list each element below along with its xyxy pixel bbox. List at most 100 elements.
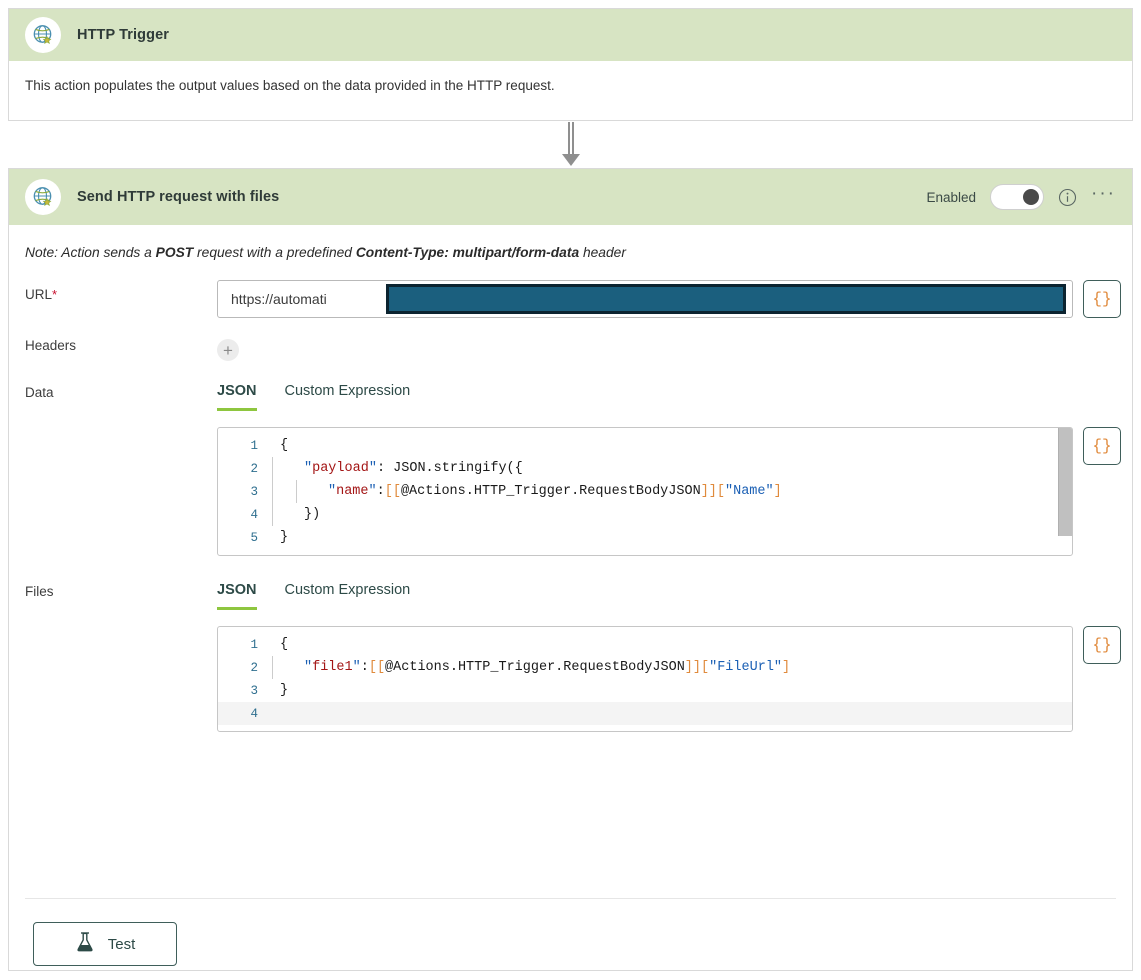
tab-files-json[interactable]: JSON bbox=[217, 582, 257, 610]
line-number: 3 bbox=[250, 683, 258, 698]
tab-data-custom-expression[interactable]: Custom Expression bbox=[284, 383, 411, 399]
action-card-header: Send HTTP request with files Enabled ··· bbox=[9, 169, 1132, 225]
trigger-card-header: HTTP Trigger bbox=[9, 9, 1132, 61]
headers-label: Headers bbox=[25, 338, 77, 353]
indent-guide bbox=[272, 503, 273, 526]
headers-row: Headers + bbox=[25, 336, 1116, 361]
globe-icon bbox=[25, 17, 61, 53]
test-button[interactable]: Test bbox=[33, 922, 177, 966]
code-token: "FileUrl" bbox=[709, 660, 783, 675]
code-token: @Actions.HTTP_Trigger.RequestBodyJSON bbox=[400, 484, 701, 499]
ellipsis-icon[interactable]: ··· bbox=[1091, 183, 1116, 204]
indent-guide bbox=[272, 457, 273, 480]
data-editor-scrollbar[interactable] bbox=[1058, 428, 1072, 536]
tab-files-custom-expression[interactable]: Custom Expression bbox=[284, 582, 411, 598]
url-label-text: URL bbox=[25, 287, 53, 302]
data-editor-wrap: 1{2"payload": JSON.stringify({3"name":[[… bbox=[217, 427, 1121, 556]
note-bold-method: POST bbox=[155, 245, 194, 260]
arrow-down-icon bbox=[561, 121, 580, 166]
code-line: 2 "payload": JSON.stringify({ bbox=[218, 457, 1072, 480]
enabled-label: Enabled bbox=[926, 189, 977, 205]
code-token: [[ bbox=[368, 660, 386, 675]
url-label: URL* bbox=[25, 280, 217, 302]
code-token: ]][ bbox=[684, 660, 710, 675]
line-number: 1 bbox=[250, 637, 258, 652]
code-token: [[ bbox=[384, 484, 401, 499]
code-token: @Actions.HTTP_Trigger.RequestBodyJSON bbox=[385, 660, 685, 675]
code-line: 5} bbox=[218, 526, 1072, 549]
tab-data-json[interactable]: JSON bbox=[217, 383, 257, 411]
data-expression-button[interactable]: {} bbox=[1083, 427, 1121, 465]
code-token: }) bbox=[304, 507, 321, 522]
line-number: 2 bbox=[250, 461, 258, 476]
url-input-value: https://automati bbox=[231, 291, 327, 307]
code-token: name bbox=[336, 484, 369, 499]
data-tabs: JSON Custom Expression bbox=[217, 383, 1121, 411]
files-expression-button[interactable]: {} bbox=[1083, 626, 1121, 664]
data-row: Data JSON Custom Expression 1{2"payload"… bbox=[25, 383, 1121, 556]
note-part-1: Note: Action sends a bbox=[25, 245, 156, 260]
toggle-knob bbox=[1023, 189, 1040, 205]
info-icon[interactable] bbox=[1058, 188, 1077, 207]
code-token: : bbox=[376, 484, 385, 499]
code-token: "Name" bbox=[725, 484, 774, 499]
code-line: 3 "name":[[@Actions.HTTP_Trigger.RequestB… bbox=[218, 480, 1072, 503]
url-field-wrap: https://automati {} bbox=[217, 280, 1121, 318]
enabled-toggle[interactable] bbox=[990, 184, 1045, 210]
code-token: " bbox=[368, 484, 377, 499]
files-tabs: JSON Custom Expression bbox=[217, 582, 1121, 610]
files-row: Files JSON Custom Expression 1{2"file1":… bbox=[25, 582, 1121, 732]
code-token: " bbox=[368, 461, 377, 476]
url-redaction-bar bbox=[386, 284, 1066, 314]
globe-icon bbox=[25, 179, 61, 215]
code-token: } bbox=[280, 683, 289, 698]
code-line: 1{ bbox=[218, 434, 1072, 457]
code-token: ] bbox=[782, 660, 791, 675]
code-text: { bbox=[272, 438, 288, 453]
trigger-description: This action populates the output values … bbox=[25, 78, 555, 93]
indent-guide bbox=[296, 480, 297, 503]
line-number: 4 bbox=[250, 706, 258, 721]
url-row: URL* https://automati {} bbox=[25, 280, 1121, 318]
code-token: } bbox=[280, 530, 289, 545]
files-code-editor[interactable]: 1{2"file1":[[@Actions.HTTP_Trigger.Reque… bbox=[217, 626, 1073, 732]
test-button-label: Test bbox=[107, 935, 136, 953]
http-trigger-card: HTTP Trigger This action populates the o… bbox=[8, 8, 1133, 121]
line-number: 5 bbox=[250, 530, 258, 545]
note-part-2: request with a predefined bbox=[193, 245, 356, 260]
code-token: " bbox=[304, 461, 313, 476]
data-section: JSON Custom Expression 1{2"payload": JSO… bbox=[217, 383, 1121, 556]
code-text: } bbox=[272, 530, 288, 545]
code-text: }) bbox=[296, 507, 320, 522]
code-token: " bbox=[304, 660, 313, 675]
code-token: ] bbox=[773, 484, 782, 499]
note-part-3: header bbox=[579, 245, 626, 260]
data-code-editor[interactable]: 1{2"payload": JSON.stringify({3"name":[[… bbox=[217, 427, 1073, 556]
line-number: 2 bbox=[250, 660, 258, 675]
trigger-card-title: HTTP Trigger bbox=[77, 27, 169, 43]
action-header-controls: Enabled ··· bbox=[926, 169, 1116, 225]
code-token: : JSON.stringify({ bbox=[376, 461, 523, 476]
code-line: 1{ bbox=[218, 633, 1072, 656]
url-input[interactable]: https://automati bbox=[217, 280, 1073, 318]
data-label: Data bbox=[25, 385, 54, 400]
line-number: 1 bbox=[250, 438, 258, 453]
action-card-title: Send HTTP request with files bbox=[77, 189, 280, 205]
send-http-request-card: Send HTTP request with files Enabled ···… bbox=[8, 168, 1133, 971]
code-text: "name":[[@Actions.HTTP_Trigger.RequestBo… bbox=[320, 484, 782, 499]
code-line: 2"file1":[[@Actions.HTTP_Trigger.Request… bbox=[218, 656, 1072, 679]
code-line: 3} bbox=[218, 679, 1072, 702]
code-token: " bbox=[352, 660, 361, 675]
code-token: { bbox=[280, 438, 289, 453]
action-body: Note: Action sends a POST request with a… bbox=[9, 225, 1132, 732]
add-header-button[interactable]: + bbox=[217, 339, 239, 361]
code-text: "payload": JSON.stringify({ bbox=[296, 461, 523, 476]
footer-divider bbox=[25, 898, 1116, 899]
url-expression-button[interactable]: {} bbox=[1083, 280, 1121, 318]
required-marker: * bbox=[52, 287, 58, 302]
code-token: ]][ bbox=[700, 484, 725, 499]
files-label: Files bbox=[25, 584, 54, 599]
files-section: JSON Custom Expression 1{2"file1":[[@Act… bbox=[217, 582, 1121, 732]
indent-guide bbox=[272, 480, 273, 503]
line-number: 3 bbox=[250, 484, 258, 499]
